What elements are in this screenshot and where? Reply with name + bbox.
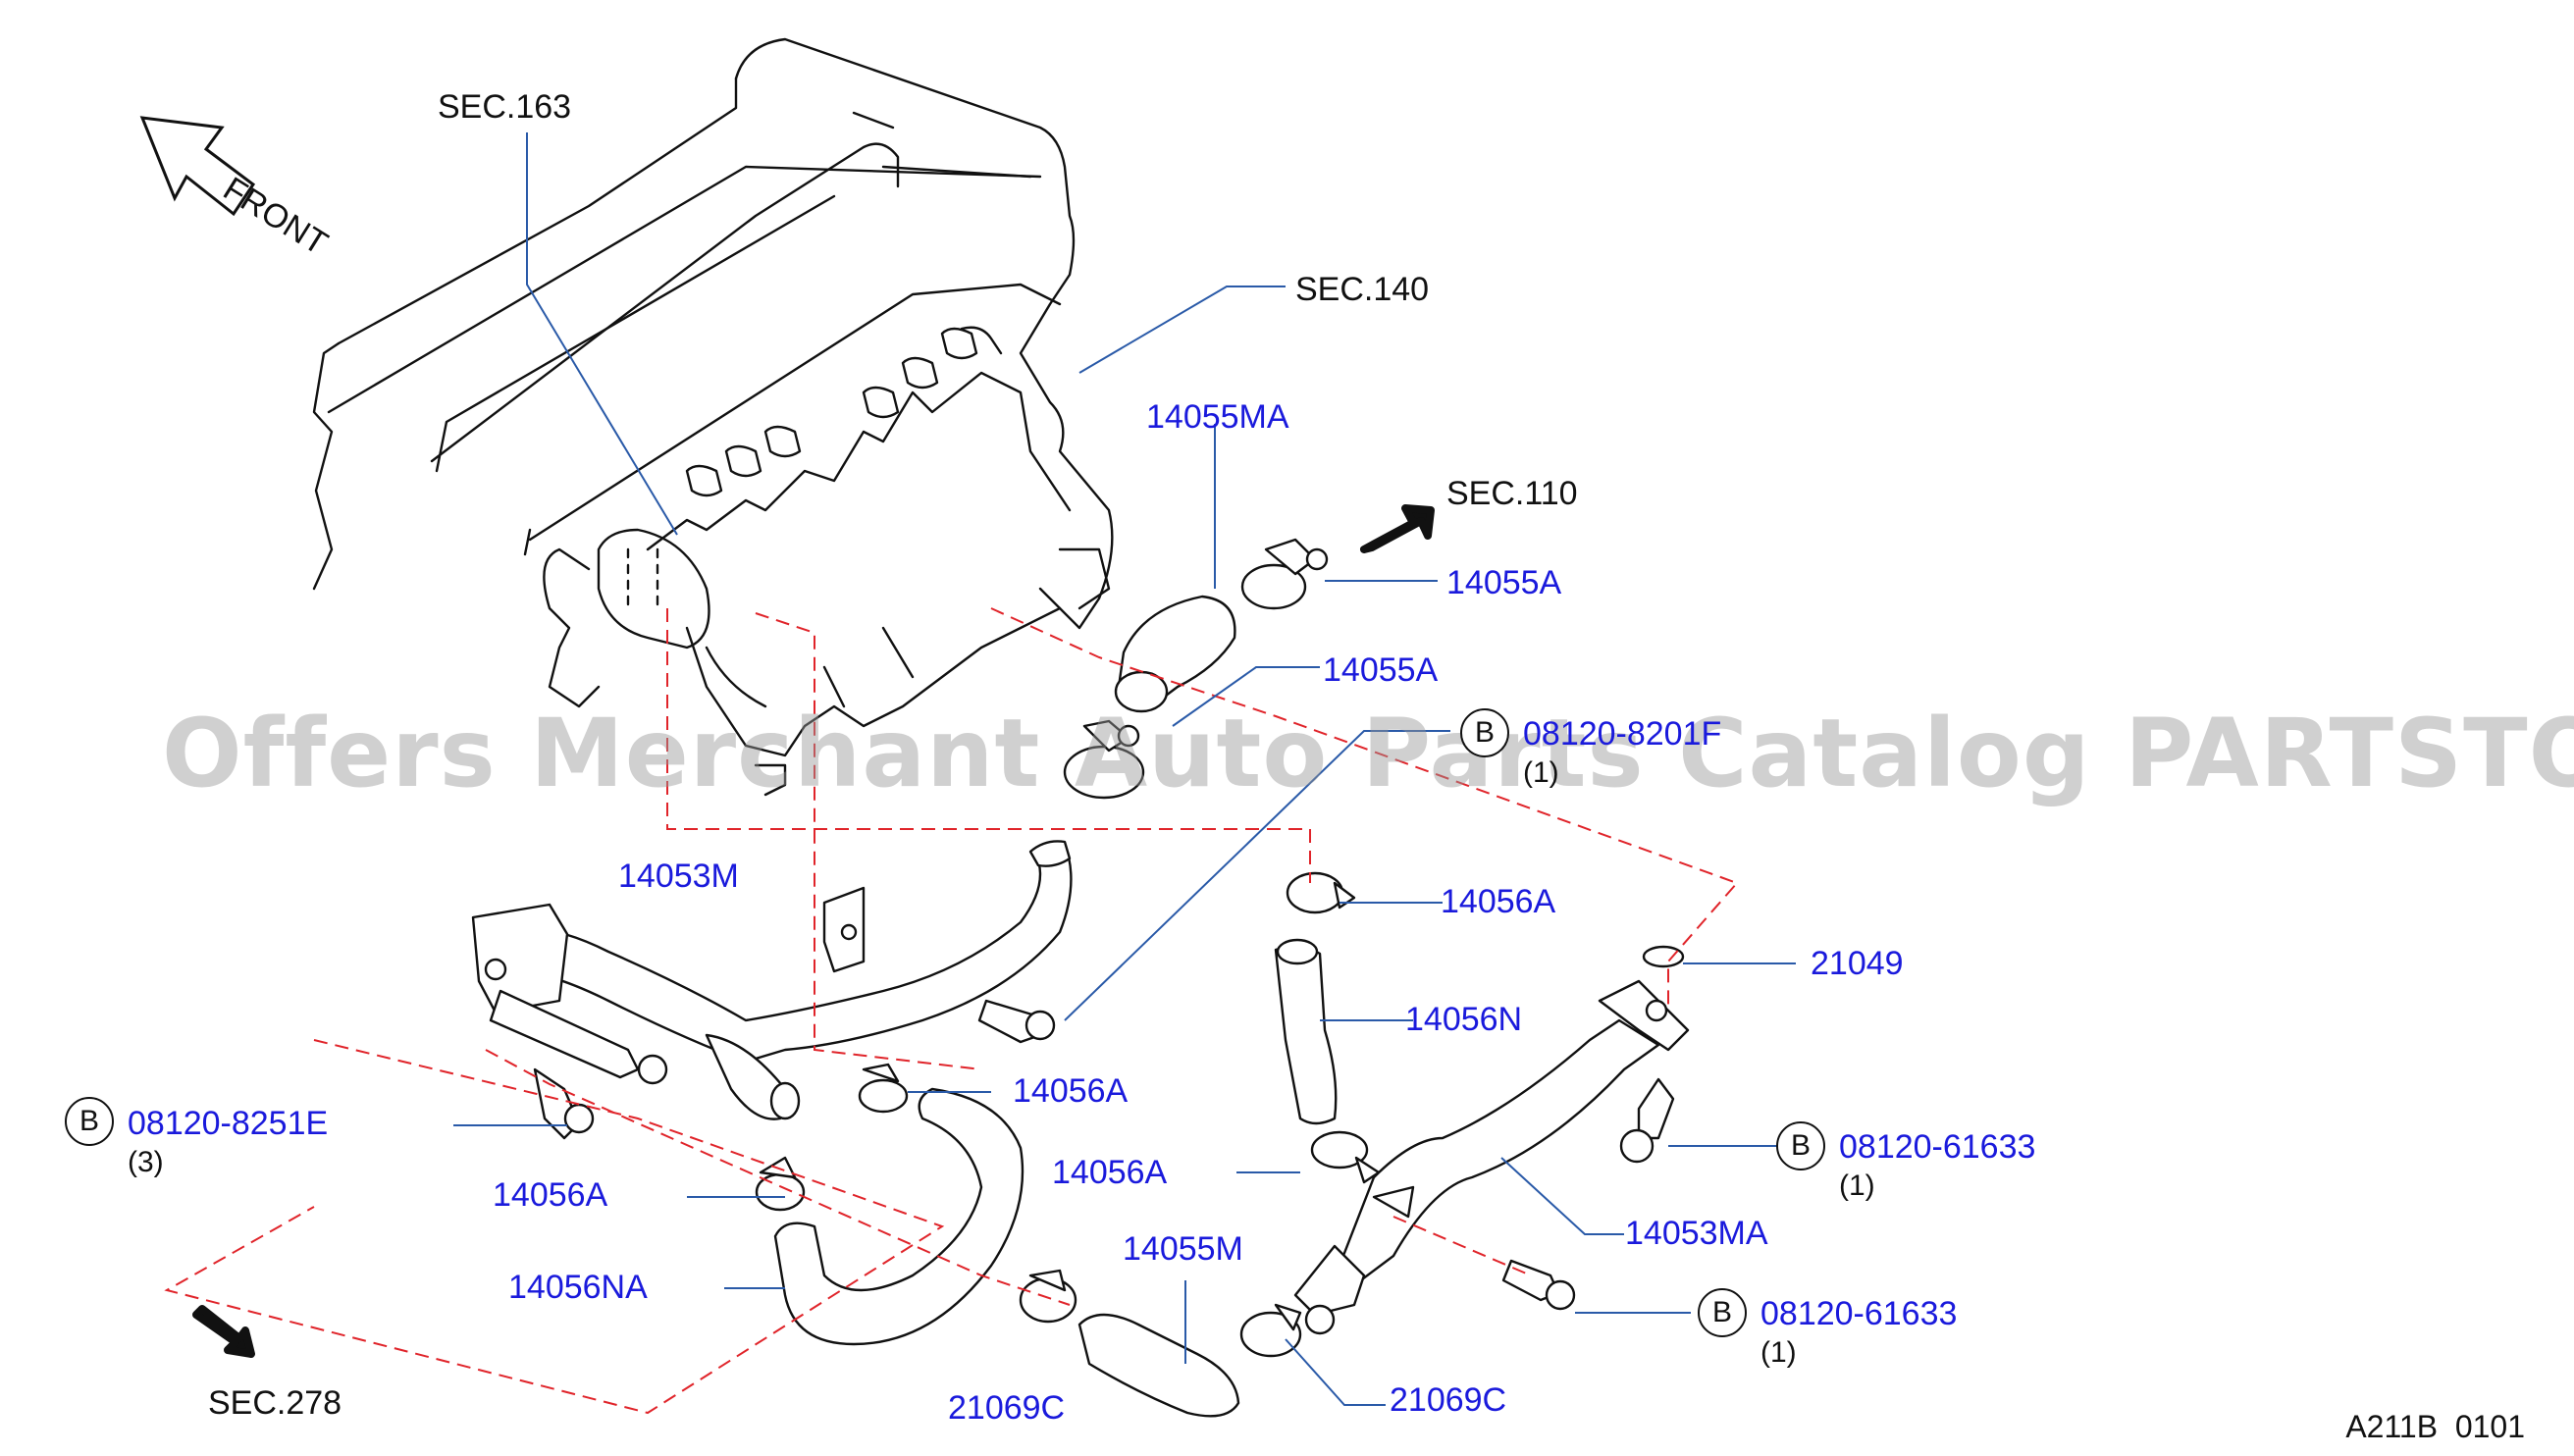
- bolt-marker-b: B: [1460, 708, 1509, 757]
- bolt-marker-b: B: [1698, 1288, 1747, 1337]
- part-14055MA[interactable]: 14055MA: [1146, 398, 1289, 436]
- part-14056NA[interactable]: 14056NA: [508, 1269, 648, 1306]
- part-14053M[interactable]: 14053M: [618, 858, 739, 895]
- part-14056A-center[interactable]: 14056A: [1013, 1072, 1129, 1110]
- part-14055M[interactable]: 14055M: [1123, 1230, 1243, 1268]
- watermark-text: Offers Merchant Auto Parts Catalog PARTS…: [162, 699, 2574, 808]
- sec110-label[interactable]: SEC.110: [1446, 475, 1578, 512]
- qty-08120-61633-upper: (1): [1839, 1170, 1875, 1202]
- part-14056N[interactable]: 14056N: [1405, 1001, 1523, 1038]
- part-21069C-left[interactable]: 21069C: [948, 1389, 1066, 1427]
- part-14056A-left[interactable]: 14056A: [493, 1176, 608, 1214]
- part-08120-61633-lower[interactable]: 08120-61633: [1760, 1295, 1958, 1332]
- sec110-arrow-icon: [1360, 504, 1435, 553]
- part-14056A-top[interactable]: 14056A: [1441, 883, 1556, 920]
- part-08120-8201F[interactable]: 08120-8201F: [1523, 715, 1722, 753]
- front-arrow-icon: [139, 116, 256, 217]
- sec278-arrow-icon: [192, 1305, 255, 1358]
- part-08120-61633-upper[interactable]: 08120-61633: [1839, 1128, 2036, 1166]
- part-08120-8251E[interactable]: 08120-8251E: [128, 1105, 329, 1142]
- bolt-marker-b: B: [65, 1097, 114, 1146]
- bolt-marker-b: B: [1776, 1121, 1825, 1170]
- part-14056A-mid[interactable]: 14056A: [1052, 1154, 1168, 1191]
- sec278-label[interactable]: SEC.278: [208, 1384, 342, 1422]
- qty-08120-61633-lower: (1): [1760, 1336, 1797, 1369]
- part-14053MA[interactable]: 14053MA: [1625, 1215, 1768, 1252]
- part-14055A-upper[interactable]: 14055A: [1446, 564, 1562, 601]
- sec163-label[interactable]: SEC.163: [438, 88, 572, 126]
- routing-dashed-lines: [164, 607, 1739, 1415]
- engine-drawing: [312, 37, 1114, 797]
- qty-08120-8201F: (1): [1523, 756, 1559, 789]
- diagram-code: A211B 0101: [2345, 1409, 2525, 1444]
- part-21049[interactable]: 21049: [1811, 945, 1904, 982]
- hose-drawings: [471, 538, 1690, 1418]
- leader-lines: [453, 132, 1796, 1406]
- part-14055A-lower[interactable]: 14055A: [1323, 651, 1439, 689]
- sec140-label[interactable]: SEC.140: [1295, 271, 1430, 308]
- part-21069C-right[interactable]: 21069C: [1390, 1381, 1507, 1419]
- qty-08120-8251E: (3): [128, 1146, 164, 1178]
